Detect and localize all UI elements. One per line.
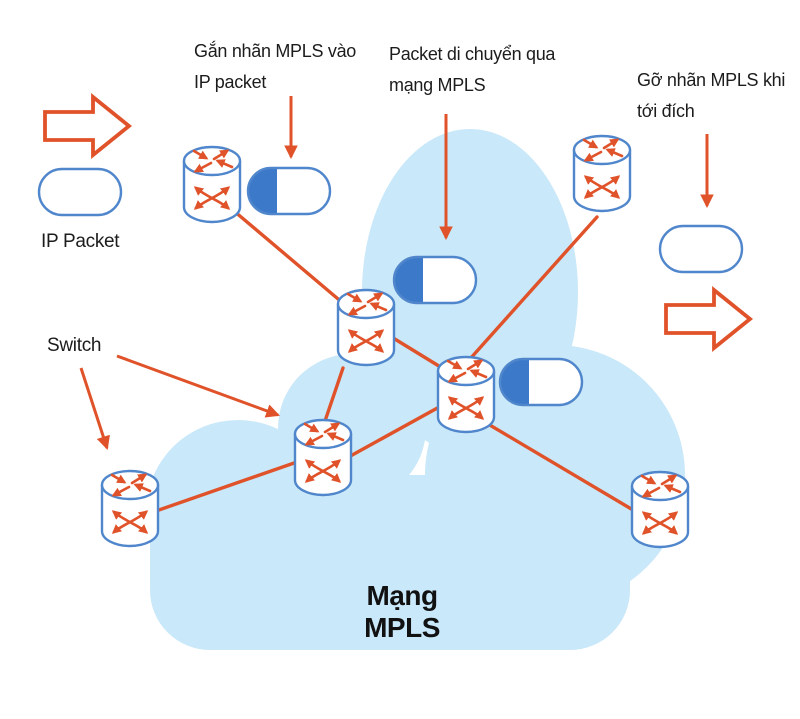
labeled-packet-pill [392,255,478,305]
remove-label-line2: tới đích [637,101,695,121]
remove-label-line1: Gỡ nhãn MPLS khi [637,70,786,90]
switch-router-icon [184,147,240,222]
switch-router-icon [632,472,688,547]
network-links [154,209,635,513]
cloud-title: Mạng MPLS [364,580,440,643]
labeled-packet-pill [246,166,332,216]
labeled-packet-pill [498,357,584,407]
link-left-to-center [343,404,443,461]
packet-pill [658,224,744,274]
packet-pill [37,167,123,217]
switch-router-icon [338,290,394,365]
annotation-arrows [79,96,714,450]
ip-packet-label: IP Packet [41,231,120,252]
switch-router-icon [295,420,351,495]
link-top-to-left [323,366,345,423]
link-ingress-to-core [232,209,346,306]
switch-pointer-arrow-right [116,354,280,418]
link-topright-to-center [459,215,599,371]
switch-label: Switch [47,335,102,356]
switch-pointer-arrow-left [79,367,110,450]
attach-label-line1: Gắn nhãn MPLS vào [194,41,357,61]
switch-router-icon [102,471,158,546]
link-center-to-bottomright [481,419,635,512]
link-bottomleft-to-left [154,460,299,513]
flow-arrow-icon [43,95,131,157]
traverse-label: Packet di chuyển qua mạng MPLS [389,39,555,101]
attach-label: Gắn nhãn MPLS vào IP packet [194,36,356,98]
remove-label: Gỡ nhãn MPLS khi tới đích [637,65,785,127]
traverse-label-line1: Packet di chuyển qua [389,44,556,64]
switch-router-icon [574,136,630,211]
flow-arrow-icon [664,288,752,350]
switch-router-icon [438,357,494,432]
traverse-label-line2: mạng MPLS [389,75,486,95]
link-top-to-center [383,331,449,373]
attach-label-line2: IP packet [194,72,267,92]
